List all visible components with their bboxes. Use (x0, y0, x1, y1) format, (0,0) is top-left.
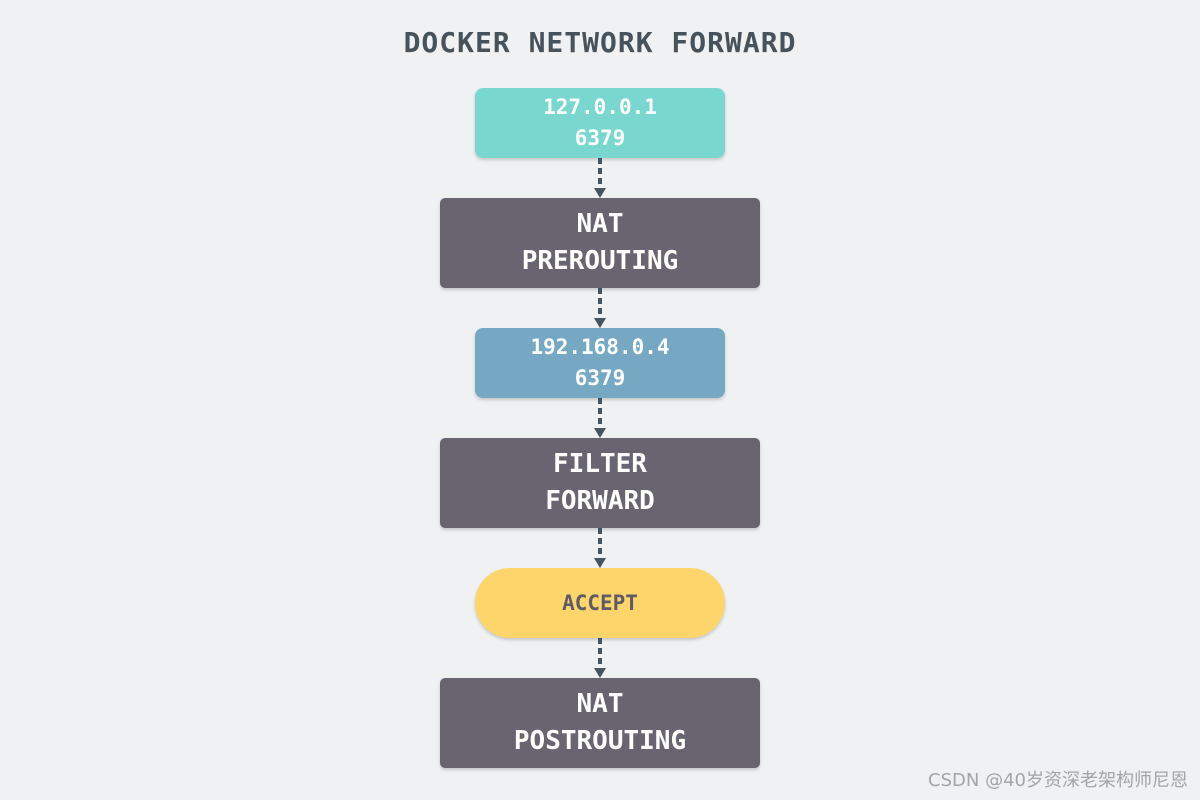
edge-arrow-5 (594, 638, 606, 678)
node-nat-prerouting: NAT PREROUTING (440, 198, 760, 288)
edge-arrow-1 (594, 158, 606, 198)
watermark-text: CSDN @40岁资深老架构师尼恩 (928, 770, 1188, 791)
diagram-title: DOCKER NETWORK FORWARD (403, 26, 797, 59)
source-ip-label: 127.0.0.1 (543, 95, 657, 119)
nat-postrouting-table-label: NAT (576, 689, 624, 719)
container-port-label: 6379 (574, 366, 626, 390)
source-port-label: 6379 (574, 126, 626, 150)
node-nat-postrouting: NAT POSTROUTING (440, 678, 760, 768)
filter-forward-chain-label: FORWARD (545, 486, 655, 516)
node-container-address: 192.168.0.4 6379 (475, 328, 725, 398)
node-filter-forward: FILTER FORWARD (440, 438, 760, 528)
nat-prerouting-chain-label: PREROUTING (521, 246, 679, 276)
edge-arrow-3 (594, 398, 606, 438)
accept-label: ACCEPT (562, 591, 638, 615)
nat-prerouting-table-label: NAT (576, 209, 624, 239)
nat-postrouting-chain-label: POSTROUTING (513, 726, 687, 756)
node-accept-verdict: ACCEPT (475, 568, 725, 638)
container-ip-label: 192.168.0.4 (530, 335, 670, 359)
filter-forward-table-label: FILTER (553, 449, 647, 479)
edge-arrow-2 (594, 288, 606, 328)
node-source-address: 127.0.0.1 6379 (475, 88, 725, 158)
edge-arrow-4 (594, 528, 606, 568)
